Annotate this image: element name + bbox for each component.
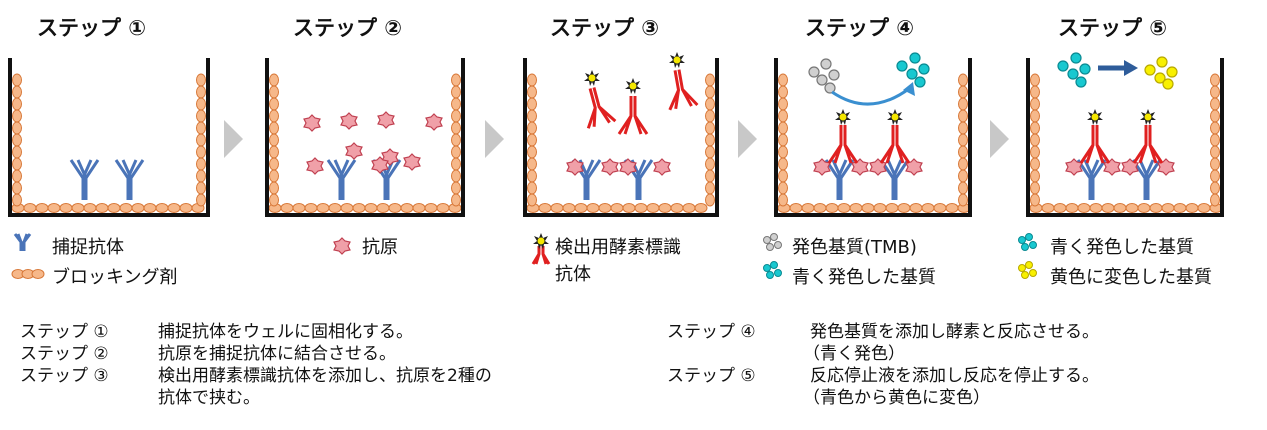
arrow-2 xyxy=(485,120,504,158)
desc-step-3-text: 検出用酵素標識抗体を添加し、抗原を2種の xyxy=(158,366,492,386)
blocking-legend-icon xyxy=(11,269,45,279)
tmb-legend-icon xyxy=(763,233,782,251)
step-2-title: ステップ ② xyxy=(293,16,403,40)
desc-step-3-label: ステップ ③ xyxy=(20,366,109,386)
step-5-title: ステップ ⑤ xyxy=(1058,16,1168,40)
blue-substrate-legend-icon-2 xyxy=(1018,233,1037,251)
capture-antibody-legend-icon xyxy=(13,233,32,251)
arrow-4 xyxy=(990,120,1009,158)
legend-detection-antibody-2: 抗体 xyxy=(555,264,591,285)
desc-step-4-cont: （青く発色） xyxy=(803,344,905,364)
legend-capture-antibody: 捕捉抗体 xyxy=(52,237,124,258)
step-3-title: ステップ ③ xyxy=(550,16,660,40)
blocking-layer-5 xyxy=(1029,73,1223,213)
well-1 xyxy=(8,58,210,217)
legend-antigen: 抗原 xyxy=(362,237,398,258)
blocking-layer-2 xyxy=(268,73,462,213)
blocking-layer-4 xyxy=(777,73,971,213)
legend-blocking-agent: ブロッキング剤 xyxy=(52,267,178,288)
desc-step-2-text: 抗原を捕捉抗体に結合させる。 xyxy=(158,344,396,364)
well-5 xyxy=(1026,52,1224,217)
legend-blue-substrate: 青く発色した基質 xyxy=(792,267,936,288)
desc-step-5-text: 反応停止液を添加し反応を停止する。 xyxy=(810,366,1099,386)
desc-step-2-label: ステップ ② xyxy=(20,344,109,364)
legend-yellow-substrate: 黄色に変色した基質 xyxy=(1050,267,1212,288)
well-4 xyxy=(774,52,972,217)
desc-step-1-text: 捕捉抗体をウェルに固相化する。 xyxy=(158,322,413,342)
desc-step-5-cont: （青色から黄色に変色） xyxy=(803,388,990,408)
arrow-1 xyxy=(224,120,243,158)
detection-antibody-legend-icon xyxy=(531,233,551,265)
yellow-substrate-legend-icon xyxy=(1018,261,1037,279)
legend-detection-antibody-1: 検出用酵素標識 xyxy=(555,237,681,258)
arrow-3 xyxy=(738,120,757,158)
legend-substrate-tmb: 発色基質(TMB) xyxy=(792,237,917,258)
step-1-title: ステップ ① xyxy=(37,16,147,40)
blocking-layer-1 xyxy=(11,73,206,213)
desc-step-4-label: ステップ ④ xyxy=(667,322,756,342)
desc-step-3-cont: 抗体で挟む。 xyxy=(158,388,260,408)
step-4-title: ステップ ④ xyxy=(805,16,915,40)
legend-blue-substrate-2: 青く発色した基質 xyxy=(1050,237,1194,258)
well-3 xyxy=(523,52,719,217)
desc-step-4-text: 発色基質を添加し酵素と反応させる。 xyxy=(810,322,1099,342)
well-2 xyxy=(265,58,465,217)
blue-substrate-legend-icon xyxy=(763,261,782,279)
desc-step-5-label: ステップ ⑤ xyxy=(667,366,756,386)
desc-step-1-label: ステップ ① xyxy=(20,322,109,342)
antigen-legend-icon xyxy=(333,237,351,255)
